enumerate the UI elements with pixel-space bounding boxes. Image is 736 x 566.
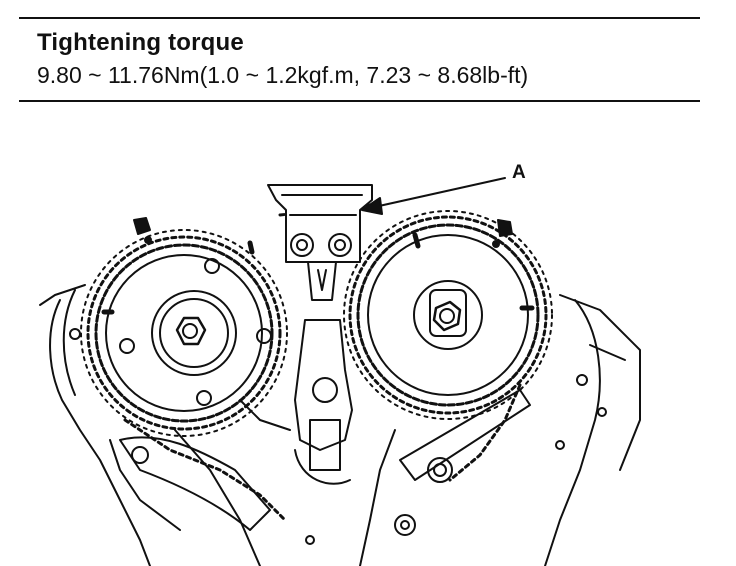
callout-arrow [361, 177, 506, 215]
intake-cam-sprocket [94, 217, 274, 423]
top-divider [19, 17, 700, 19]
bottom-divider [19, 100, 700, 102]
chain-guide-lever [294, 319, 353, 485]
exhaust-cam-sprocket [356, 219, 540, 407]
lower-tensioner-arm [119, 436, 271, 531]
spec-title: Tightening torque [37, 29, 244, 56]
callout-label-a: A [512, 162, 526, 183]
spec-value: 9.80 ~ 11.76Nm(1.0 ~ 1.2kgf.m, 7.23 ~ 8.… [37, 62, 529, 88]
chain-tensioner [267, 184, 373, 301]
lower-chain-guide [399, 389, 531, 483]
block-bolt-holes [69, 328, 607, 545]
